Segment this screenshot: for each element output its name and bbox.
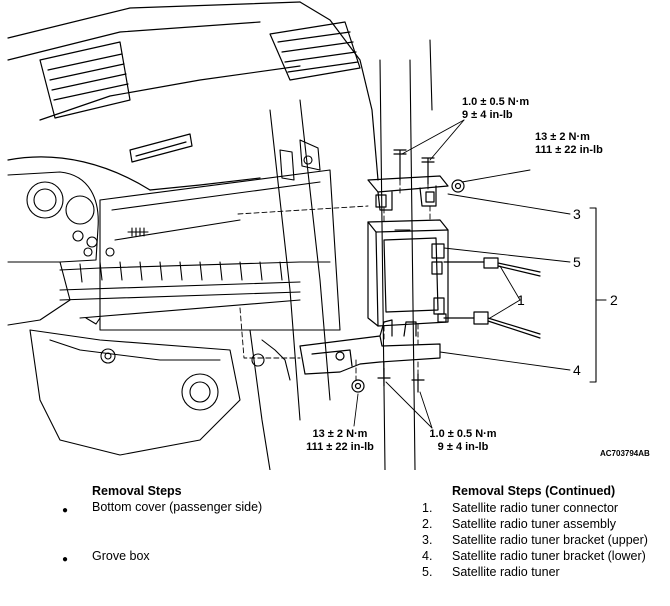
torque-label-bottom-left: 13 ± 2 N·m 111 ± 22 in-lb xyxy=(296,428,384,454)
figure-code: AC703794AB xyxy=(600,449,650,458)
torque-inlb: 9 ± 4 in-lb xyxy=(437,441,489,453)
torque-inlb: 111 ± 22 in-lb xyxy=(306,441,374,453)
removal-steps-title: Removal Steps xyxy=(92,484,182,498)
removal-step-item: 4. Satellite radio tuner bracket (lower) xyxy=(422,548,667,564)
step-label: Satellite radio tuner bracket (upper) xyxy=(452,533,648,547)
removal-step-label: Bottom cover (passenger side) xyxy=(92,500,263,514)
leader-lines xyxy=(353,119,571,429)
callout-4: 4 xyxy=(573,362,581,378)
step-label: Satellite radio tuner xyxy=(452,565,560,579)
tuner-connectors xyxy=(443,257,541,339)
callout-3: 3 xyxy=(573,206,581,222)
removal-step-item: ● Bottom cover (passenger side) xyxy=(62,500,392,516)
dashboard-outline xyxy=(7,1,379,191)
removal-step-label: Grove box xyxy=(92,549,150,563)
removal-step-item: 2. Satellite radio tuner assembly xyxy=(422,516,667,532)
step-number: 3. xyxy=(422,533,433,547)
lower-bracket xyxy=(299,319,441,393)
group-bracket-2 xyxy=(589,207,607,383)
removal-step-item: ● Grove box xyxy=(62,549,392,565)
callout-2: 2 xyxy=(610,292,618,308)
assembly-dash-lines xyxy=(237,179,431,381)
removal-steps-continued: Removal Steps (Continued) 1. Satellite r… xyxy=(422,484,667,580)
removal-step-item: 3. Satellite radio tuner bracket (upper) xyxy=(422,532,667,548)
torque-nm: 13 ± 2 N·m xyxy=(312,428,368,440)
left-recess xyxy=(7,171,99,326)
step-number: 2. xyxy=(422,517,433,531)
step-label: Satellite radio tuner assembly xyxy=(452,517,616,531)
tuner-box xyxy=(367,219,449,327)
glovebox-opening xyxy=(59,99,341,421)
torque-label-bottom-right: 1.0 ± 0.5 N·m 9 ± 4 in-lb xyxy=(418,428,508,454)
torque-label-top-right: 13 ± 2 N·m 111 ± 22 in-lb xyxy=(535,131,603,157)
step-number: 4. xyxy=(422,549,433,563)
lower-dashboard xyxy=(29,317,291,471)
step-label: Satellite radio tuner bracket (lower) xyxy=(452,549,646,563)
step-label: Satellite radio tuner connector xyxy=(452,501,619,515)
removal-steps-continued-title: Removal Steps (Continued) xyxy=(452,484,616,498)
torque-label-top-left: 1.0 ± 0.5 N·m 9 ± 4 in-lb xyxy=(462,96,529,122)
step-number: 5. xyxy=(422,565,433,579)
bullet-icon: ● xyxy=(62,554,69,565)
torque-nm: 13 ± 2 N·m xyxy=(535,131,590,143)
removal-step-item: 1. Satellite radio tuner connector xyxy=(422,500,667,516)
callout-5: 5 xyxy=(573,254,581,270)
upper-bracket xyxy=(367,149,465,211)
right-pillar xyxy=(379,39,433,471)
removal-steps: Removal Steps ● Bottom cover (passenger … xyxy=(62,484,392,565)
removal-step-item: 5. Satellite radio tuner xyxy=(422,564,667,580)
torque-inlb: 9 ± 4 in-lb xyxy=(462,109,513,121)
torque-inlb: 111 ± 22 in-lb xyxy=(535,144,603,156)
exploded-view-diagram: 1.0 ± 0.5 N·m 9 ± 4 in-lb 13 ± 2 N·m 111… xyxy=(7,1,650,471)
torque-nm: 1.0 ± 0.5 N·m xyxy=(462,96,530,108)
bullet-icon: ● xyxy=(62,505,69,516)
diagram-drawing xyxy=(7,1,607,471)
torque-nm: 1.0 ± 0.5 N·m xyxy=(429,428,497,440)
callout-1: 1 xyxy=(517,292,525,308)
step-number: 1. xyxy=(422,501,433,515)
